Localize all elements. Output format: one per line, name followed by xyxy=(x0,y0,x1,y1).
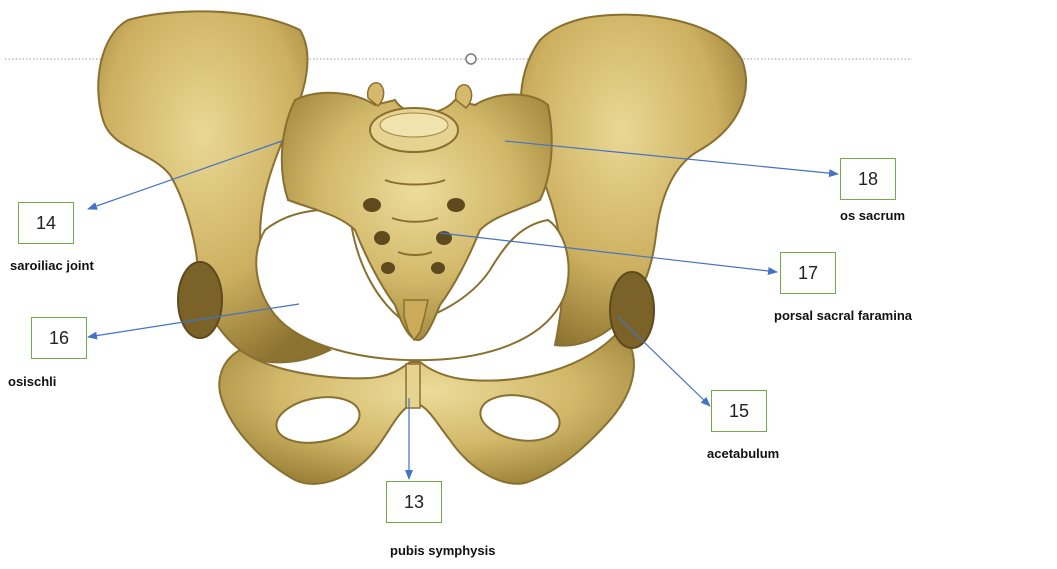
sacral-foramen xyxy=(431,262,445,274)
pelvis-illustration xyxy=(98,11,746,484)
label-text-14: saroiliac joint xyxy=(10,258,94,273)
label-box-16[interactable]: 16 xyxy=(31,317,87,359)
left-acetabulum xyxy=(178,262,222,338)
label-text-18: os sacrum xyxy=(840,208,905,223)
pubic-symphysis xyxy=(406,364,420,408)
label-box-18[interactable]: 18 xyxy=(840,158,896,200)
label-box-13[interactable]: 13 xyxy=(386,481,442,523)
sacral-foramen xyxy=(374,231,390,245)
vertebral-body-top xyxy=(380,113,448,137)
sacral-foramen xyxy=(363,198,381,212)
label-text-17: porsal sacral faramina xyxy=(774,308,912,323)
label-text-16: osischli xyxy=(8,374,56,389)
label-box-15[interactable]: 15 xyxy=(711,390,767,432)
label-box-17[interactable]: 17 xyxy=(780,252,836,294)
label-text-15: acetabulum xyxy=(707,446,779,461)
sacral-foramen xyxy=(381,262,395,274)
sacral-foramen xyxy=(447,198,465,212)
rotate-handle-icon[interactable] xyxy=(466,54,476,64)
label-box-14[interactable]: 14 xyxy=(18,202,74,244)
right-acetabulum xyxy=(610,272,654,348)
label-text-13: pubis symphysis xyxy=(390,543,495,558)
